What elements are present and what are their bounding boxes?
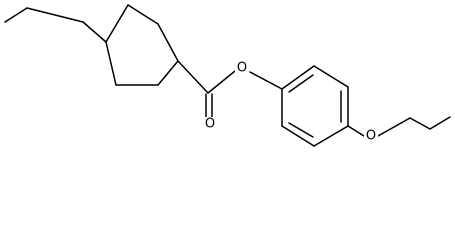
atom-o-carbonyl: O: [203, 117, 217, 132]
bond-ring-b: [127, 4, 159, 25]
bond-ester-o-benzene: [249, 71, 283, 90]
bond-ether-o-c1: [377, 117, 411, 137]
bond-ring-f: [105, 41, 117, 86]
bond-benz-inner-3: [288, 122, 314, 138]
bond-benz-e: [281, 125, 315, 147]
bond-ring-carbonyl: [177, 60, 209, 94]
bond-benz-a: [281, 65, 315, 90]
bond-propyl-c3-c2: [4, 7, 28, 23]
bond-ring-c: [157, 23, 179, 62]
bond-ring-d: [157, 60, 179, 86]
bond-benz-b: [313, 65, 349, 88]
atom-label-o-carbonyl: O: [205, 117, 215, 132]
bond-propyl-c1-ring: [82, 21, 107, 43]
atom-o-ester: O: [235, 61, 249, 76]
bond-benz-d: [313, 125, 349, 147]
bond-carbonyl-ester-o: [207, 70, 236, 94]
bond-propyl-c2-c1: [26, 7, 84, 23]
bond-benz-ether-o: [347, 125, 365, 137]
atom-o-ether: O: [364, 129, 378, 144]
bond-benz-inner-1: [288, 74, 314, 93]
bond-propoxy-c1-c2: [409, 117, 431, 130]
bond-group: [4, 4, 451, 147]
atom-label-o-ether: O: [366, 129, 376, 144]
bond-propoxy-c2-c3: [429, 116, 451, 130]
structure-canvas: O O O: [4, 4, 451, 147]
bond-ring-a: [105, 4, 129, 43]
atom-label-o-ester: O: [237, 61, 247, 76]
molecule-structure: O O O: [4, 4, 451, 147]
